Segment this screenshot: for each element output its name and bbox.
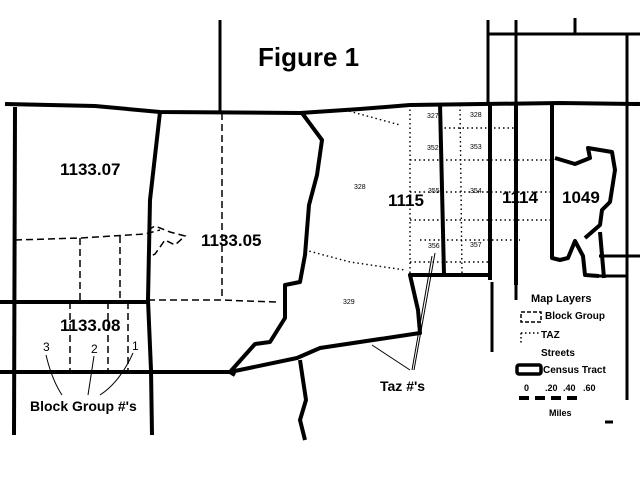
taz-label: 355 bbox=[428, 188, 440, 195]
legend-block-group-label: Block Group bbox=[545, 311, 606, 322]
taz-label: 357 bbox=[470, 242, 482, 249]
taz-label: 354 bbox=[470, 188, 482, 195]
scale-tick-0: 0 bbox=[524, 383, 530, 393]
scale-tick-20: .20 bbox=[545, 383, 558, 393]
legend-symbols bbox=[515, 311, 613, 424]
streets-layer bbox=[218, 18, 640, 400]
scale-units: Miles bbox=[549, 408, 572, 418]
legend-taz-swatch bbox=[520, 332, 541, 345]
legend-title: Map Layers bbox=[531, 293, 592, 305]
legend-census-tract-swatch bbox=[515, 363, 543, 376]
taz-label: 327 bbox=[427, 113, 439, 120]
tract-label-1133-05: 1133.05 bbox=[201, 231, 262, 250]
taz-label: 329 bbox=[343, 299, 355, 306]
scale-tick-60: .60 bbox=[583, 383, 596, 393]
taz-label: 356 bbox=[428, 243, 440, 250]
taz-boundaries bbox=[304, 104, 552, 276]
block-group-number: 1 bbox=[132, 339, 139, 353]
block-group-number: 2 bbox=[91, 342, 98, 356]
taz-label: 328 bbox=[470, 112, 482, 119]
legend-census-tract-label: Census Tract bbox=[543, 365, 606, 376]
tract-label-1049: 1049 bbox=[562, 188, 600, 207]
taz-label: 353 bbox=[470, 144, 482, 151]
block-group-boundaries bbox=[14, 113, 277, 372]
scale-tick-40: .40 bbox=[563, 383, 576, 393]
tract-label-1133-07: 1133.07 bbox=[60, 160, 121, 179]
taz-label: 352 bbox=[427, 145, 439, 152]
tract-label-1114: 1114 bbox=[502, 188, 538, 207]
taz-callout: Taz #'s bbox=[380, 378, 426, 394]
tract-label-1133-08: 1133.08 bbox=[60, 316, 121, 335]
page-title: Figure 1 bbox=[258, 42, 360, 72]
block-group-callout: Block Group #'s bbox=[30, 398, 137, 414]
legend-streets-label: Streets bbox=[541, 348, 575, 359]
legend-block-group-swatch bbox=[520, 311, 542, 323]
legend-taz-label: TAZ bbox=[541, 330, 560, 341]
block-group-number: 3 bbox=[43, 340, 50, 354]
tract-label-1115: 1115 bbox=[388, 191, 424, 210]
taz-label: 328 bbox=[354, 184, 366, 191]
